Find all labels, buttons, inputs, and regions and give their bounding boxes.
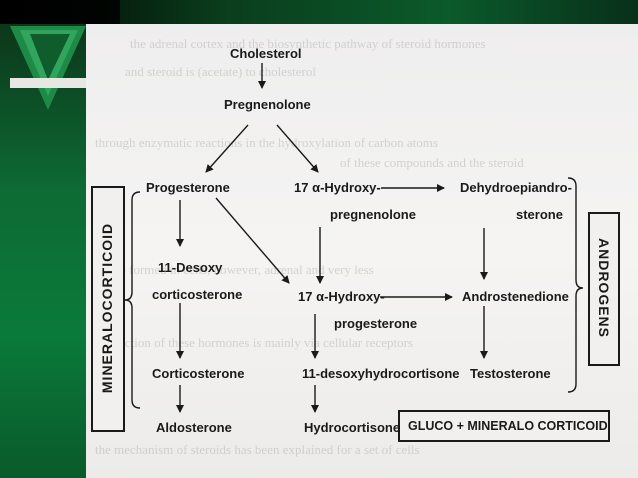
node-dhea-line1: Dehydroepiandro- — [460, 180, 572, 195]
node-11-desoxycorticosterone-line1: 11-Desoxy — [158, 260, 223, 275]
node-17-hydroxyprogesterone-line2: progesterone — [334, 316, 418, 331]
gluco-mineralo-box: GLUCO + MINERALO CORTICOID — [398, 410, 610, 442]
node-aldosterone: Aldosterone — [156, 420, 232, 435]
node-17-hydroxypregnenolone-line2: pregnenolone — [330, 207, 416, 222]
mineralocorticoid-label: MINERALOCORTICOID — [99, 222, 115, 394]
node-pregnenolone: Pregnenolone — [224, 97, 311, 112]
bleed-text: the adrenal cortex and the biosynthetic … — [130, 36, 486, 51]
node-11-desoxycorticosterone-line2: corticosterone — [152, 287, 243, 302]
scanned-page — [86, 24, 638, 478]
androgens-box: ANDROGENS — [588, 212, 620, 366]
bleed-text: are formed in cells, however, adrenal an… — [110, 262, 374, 277]
corner-ornament-icon — [0, 0, 120, 110]
node-hydrocortisone: Hydrocortisone — [304, 420, 401, 435]
node-17-hydroxypregnenolone-line1: 17 α-Hydroxy- — [294, 180, 381, 195]
node-cholesterol: Cholesterol — [230, 46, 302, 61]
node-testosterone: Testosterone — [470, 366, 551, 381]
bleed-text: the action of these hormones is mainly v… — [100, 335, 413, 350]
node-corticosterone: Corticosterone — [152, 366, 245, 381]
node-dhea-line2: sterone — [516, 207, 563, 222]
bleed-text: of these compounds and the steroid — [340, 155, 524, 170]
node-17-hydroxyprogesterone-line1: 17 α-Hydroxy- — [298, 289, 385, 304]
mineralocorticoid-box: MINERALOCORTICOID — [91, 186, 125, 432]
node-androstenedione: Androstenedione — [462, 289, 569, 304]
bleed-text: and steroid is (acetate) to cholesterol — [125, 64, 316, 79]
androgens-label: ANDROGENS — [596, 237, 612, 338]
bleed-text: the mechanism of steroids has been expla… — [95, 442, 420, 457]
node-11-desoxyhydrocortisone: 11-desoxyhydrocortisone — [302, 366, 460, 381]
gluco-mineralo-label: GLUCO + MINERALO CORTICOID — [408, 419, 608, 433]
node-progesterone: Progesterone — [146, 180, 230, 195]
bleed-text: through enzymatic reactions in the hydro… — [95, 135, 438, 150]
